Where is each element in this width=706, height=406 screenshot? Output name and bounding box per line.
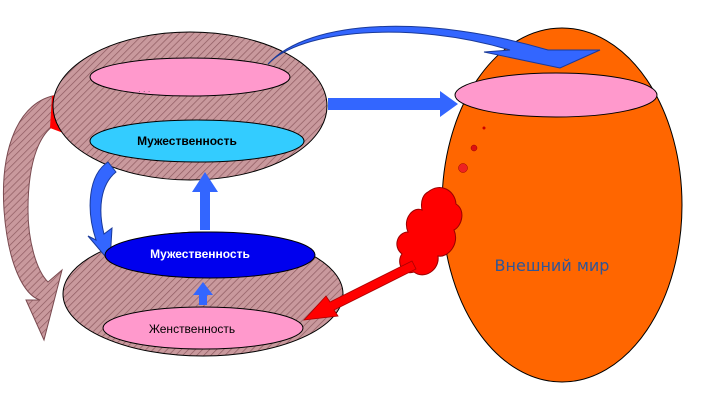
- outer-world-pink-ellipse: [454, 72, 658, 118]
- red-dot-2: [470, 144, 478, 152]
- top-curved-arrow: [267, 25, 601, 69]
- up-arrow-small: [193, 282, 213, 305]
- outer-world-label: Внешний мир: [495, 256, 610, 275]
- red-dot-1: [482, 126, 486, 130]
- top-ring-upper-mark: · · ·: [138, 87, 150, 96]
- top-ring-masculinity-label: Мужественность: [137, 134, 237, 148]
- bottom-ring-lower-ellipse: [102, 306, 304, 350]
- bottom-ring-masculinity-label: Мужественность: [150, 247, 250, 261]
- red-cloud: [396, 187, 463, 276]
- red-dot-3: [458, 163, 468, 173]
- up-arrow-large: [192, 172, 218, 230]
- red-arrow-to-femininity: [302, 260, 417, 321]
- bottom-ring-upper-ellipse: [104, 231, 316, 279]
- right-arrow-to-world: [328, 91, 458, 117]
- top-ring-lower-ellipse: [89, 119, 305, 163]
- left-curved-arrow: [2, 92, 66, 342]
- top-ring-upper-ellipse: [89, 57, 291, 97]
- bottom-ring-femininity-label: Женственность: [149, 322, 235, 336]
